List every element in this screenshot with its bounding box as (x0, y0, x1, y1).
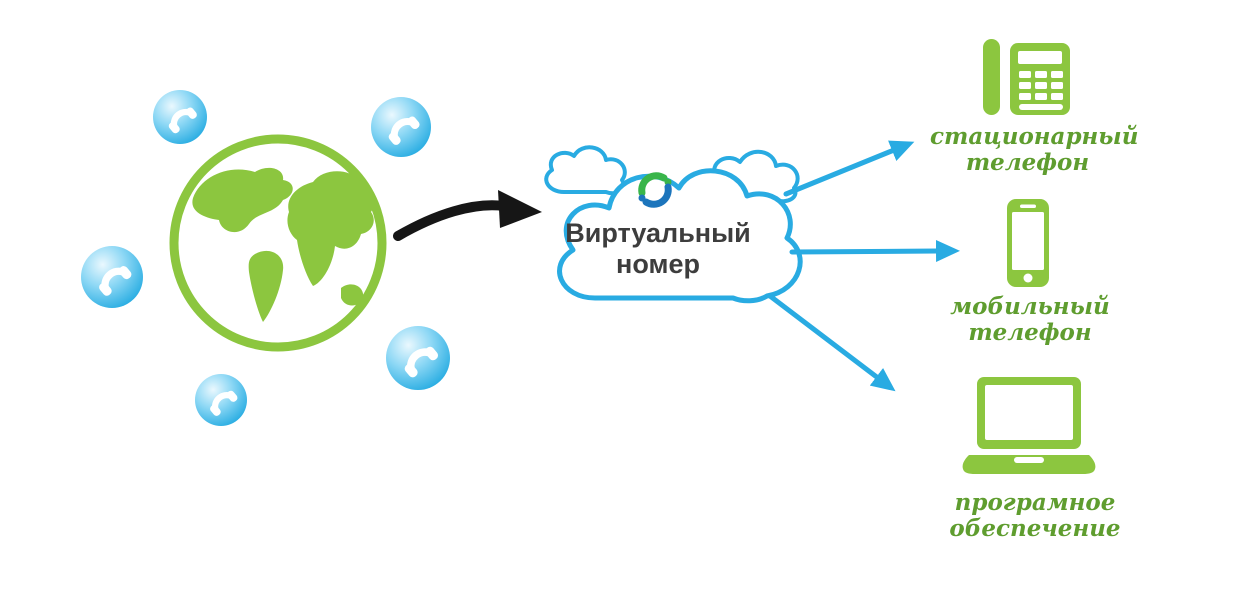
smartphone-icon (1007, 199, 1049, 287)
stationary-phone-label: стационарный телефон (930, 123, 1139, 176)
cloud-title-line1: Виртуальный (565, 218, 751, 248)
continent-eurasia-africa (287, 171, 375, 286)
phone-bubble (153, 90, 207, 144)
mobile-phone-label: мобильный телефон (935, 294, 1125, 346)
phone-bubble (386, 326, 450, 390)
stationary-phone-label-line1: стационарный (930, 123, 1139, 150)
small-cloud-icon (544, 145, 627, 196)
cloud-title-line2: номер (616, 249, 700, 280)
software-label: програмное обеспечение (930, 490, 1140, 542)
mobile-phone-label-line1: мобильный (950, 293, 1110, 320)
software-label-line1: програмное (954, 489, 1116, 516)
continent-australia (341, 284, 364, 306)
phone-bubble (371, 97, 431, 157)
laptop-icon (962, 377, 1096, 474)
mobile-phone-label-line2: телефон (968, 318, 1092, 346)
software-label-line2: обеспечение (949, 514, 1121, 542)
continent-south-america (248, 250, 284, 322)
cloud-title: Виртуальный номер (558, 218, 758, 280)
virtual-number-cloud (557, 168, 803, 304)
phone-bubble (195, 374, 247, 426)
sync-arrows-icon (638, 172, 672, 208)
arrow-to-software (767, 293, 896, 392)
world-globe-icon (169, 134, 387, 352)
flow-arrow-globe-to-cloud (393, 190, 542, 241)
continent-north-america (192, 167, 293, 233)
stationary-phone-label-line2: телефон (965, 148, 1090, 176)
arrow-to-stationary-phone (783, 140, 915, 197)
phone-bubble (81, 246, 143, 308)
desk-phone-icon (983, 39, 1070, 115)
arrow-to-mobile-phone (789, 240, 960, 263)
